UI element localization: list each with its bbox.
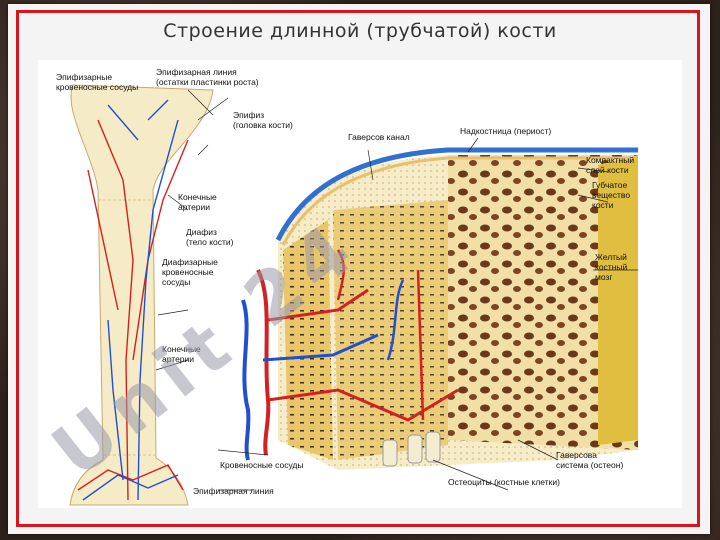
label-end-arteries-2: Конечные артерии xyxy=(162,344,203,364)
label-diaphyseal-vessels: Диафизарные кровеносные сосуды xyxy=(162,257,220,287)
label-epiphyseal-vessels: Эпифизарные кровеносные сосуды xyxy=(56,72,138,92)
label-diaphysis: Диафиз (тело кости) xyxy=(186,227,234,247)
label-osteocytes: Остеоциты (костные клетки) xyxy=(448,477,560,487)
long-bone xyxy=(69,84,214,506)
leader-lines xyxy=(155,89,638,491)
section-vessels xyxy=(241,249,459,461)
bone-illustration: Эпифизарные кровеносные сосуды Эпифизарн… xyxy=(38,67,638,506)
label-haversian-canal: Гаверсов канал xyxy=(348,132,410,142)
bone-section xyxy=(275,147,638,470)
label-compact-layer: Компактный слой кости xyxy=(586,155,637,175)
label-spongy-substance: Губчатое вещество кости xyxy=(592,180,632,210)
label-epiphyseal-line-top: Эпифизарная линия (остатки пластинки рос… xyxy=(156,67,259,87)
label-haversian-system: Гаверсова система (остеон) xyxy=(556,450,623,470)
label-blood-vessels: Кровеносные сосуды xyxy=(220,460,303,470)
bone-diagram: Эпифизарные кровеносные сосуды Эпифизарн… xyxy=(38,60,682,508)
label-epiphyseal-line-bottom: Эпифизарная линия xyxy=(193,486,274,496)
label-yellow-marrow: Желтый костный мозг xyxy=(595,252,630,282)
label-end-arteries-1: Конечные артерии xyxy=(178,192,219,212)
label-epiphysis: Эпифиз (головка кости) xyxy=(233,110,293,130)
slide-title: Строение длинной (трубчатой) кости xyxy=(163,20,557,42)
osteon-cylinders xyxy=(382,431,441,467)
slide-frame xyxy=(16,10,700,527)
label-periosteum: Надкостница (периост) xyxy=(460,126,551,136)
long-bone-vessels xyxy=(77,99,189,501)
